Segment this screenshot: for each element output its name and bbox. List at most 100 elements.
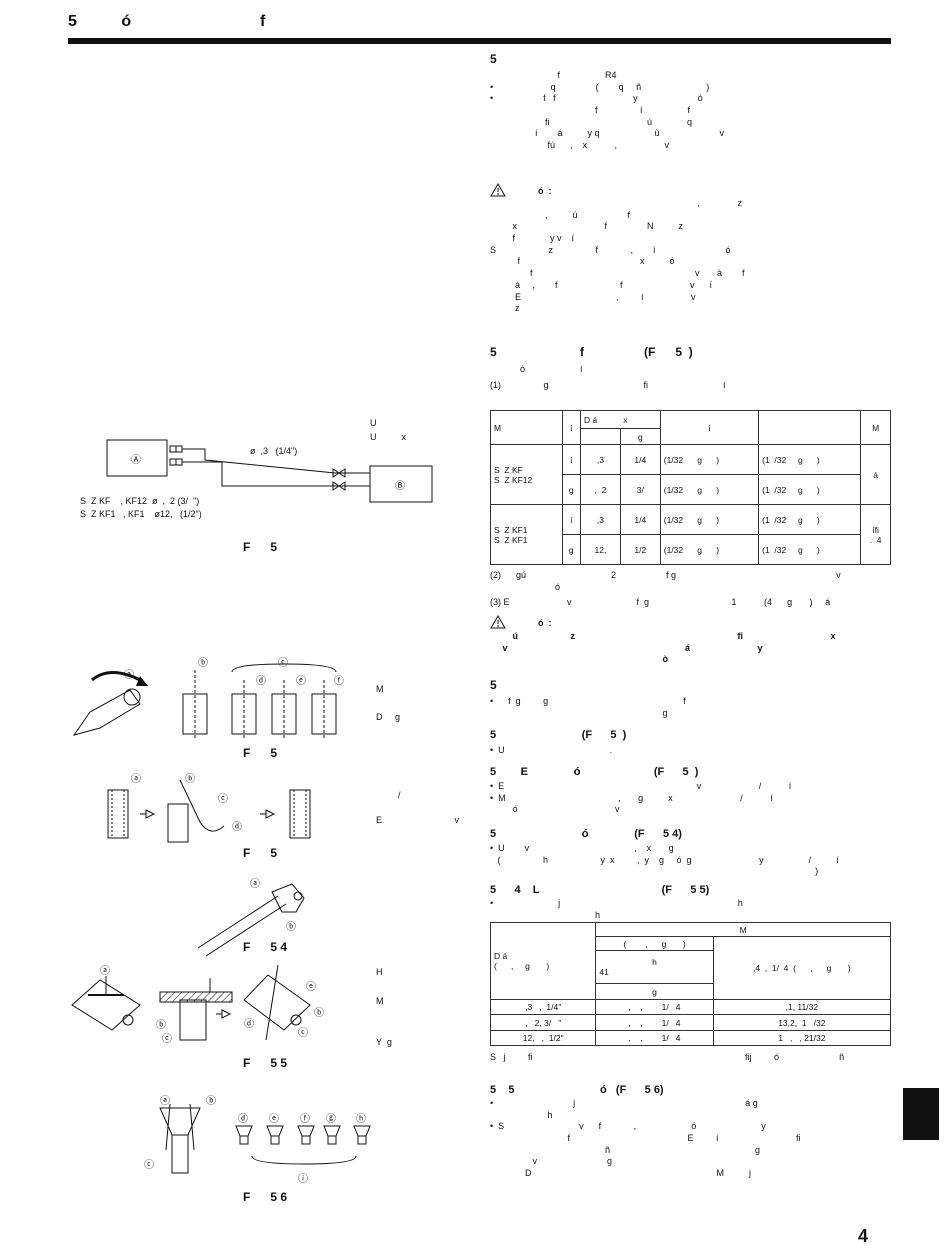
fig3-label-a: ⓐ — [131, 774, 141, 785]
table-cell: (1/32 g ) — [659, 444, 760, 475]
table-cell: 1/2 — [619, 534, 661, 565]
fig2-label-e: ⓔ — [296, 676, 306, 687]
text-line: (3) E v f g 1 (4 g ) á — [490, 597, 831, 608]
figure-caption-3: F 5 — [243, 846, 278, 860]
section-4-heading: 5 (F 5 ) — [490, 729, 627, 741]
text-line: ó v — [490, 804, 620, 815]
text-line: ò — [490, 654, 669, 665]
text-line: ó — [490, 581, 561, 592]
fig5-label-a: ⓐ — [100, 966, 110, 977]
text-line: fú , x , v — [490, 140, 670, 151]
text-line: f í f — [490, 105, 691, 116]
section-8-heading: 5 5 ó (F 5 6) — [490, 1084, 664, 1096]
table-header: ( , g ) — [494, 961, 550, 972]
section-3-heading: 5 — [490, 678, 497, 692]
text-line: • E v / í — [490, 781, 792, 791]
table-2-note: S j fi fij ó ñ — [490, 1052, 845, 1062]
text-line: f y v í — [490, 233, 575, 244]
table-cell: , , 1/ 4 — [595, 1029, 714, 1047]
table-cell: 12, , 1/2" — [489, 1029, 597, 1047]
figure-caption-2: F 5 — [243, 746, 278, 760]
text-line: S z f , í ó — [490, 244, 731, 255]
language-tab — [903, 1088, 939, 1140]
table-cell: ífi — [872, 524, 879, 535]
table-header: í — [561, 410, 582, 445]
text-line: h — [490, 909, 601, 920]
table-cell: 12, — [580, 534, 621, 565]
flare-dimension-table: D á( , g ) M ( , g ) ,4 , 1/ 4 ( , g ) h… — [489, 921, 892, 1047]
table-cell: ífi. 4 — [860, 504, 891, 565]
text-line: D M j — [490, 1168, 752, 1179]
fig5-side-note-2: M — [376, 996, 384, 1006]
table-cell: S Z KF — [494, 464, 523, 475]
section-7-heading: 5 4 L (F 5 5) — [490, 884, 710, 896]
caution-1-heading: ó : — [538, 186, 552, 196]
text-line: , ú f — [490, 209, 631, 220]
section-1-heading: 5 — [490, 52, 497, 66]
section-1-body: f R4 • q ( q ñ ) • f f y ó — [490, 70, 724, 152]
text-line: ñ g — [490, 1144, 761, 1155]
section-4-line: • U . — [490, 745, 613, 755]
table-cell: ,1, 11/32 — [712, 999, 892, 1016]
table-header: D á x — [580, 410, 661, 429]
fig4-label-a: ⓐ — [250, 879, 260, 890]
figure-caption-4: F 5 4 — [243, 940, 288, 954]
fig2-label-f: ⓕ — [334, 676, 344, 687]
table-cell: ,3 , 1/4" — [489, 999, 597, 1016]
table-cell: 1/4 — [619, 444, 661, 475]
table-header: 41 — [599, 967, 609, 978]
table-cell: (1 /32 g ) — [758, 444, 862, 475]
table-cell: (1/32 g ) — [659, 474, 760, 505]
table-header: g — [595, 982, 714, 1001]
table-cell: 3/ — [619, 474, 661, 505]
text-line: ú z fi x — [490, 631, 836, 641]
table-cell: , 2 — [580, 474, 621, 505]
label-u2: U x — [370, 432, 407, 442]
fig6-label-d: ⓓ — [238, 1114, 248, 1125]
caution-1-body: , z , ú f x f N z f y v í S — [490, 198, 745, 315]
caution-2-body: ú z fi x v — [490, 631, 836, 666]
unit-a-label: Ⓐ — [131, 455, 141, 466]
fig2-label-d: ⓓ — [256, 676, 266, 687]
fig3-label-c: ⓒ — [218, 794, 228, 805]
pipe-diameter: ø ,3 (1/4") — [250, 446, 298, 456]
fig3-side-note-2: E v — [376, 815, 460, 825]
text-line: v á y — [490, 642, 763, 653]
section-5-heading: 5 E ó (F 5 ) — [490, 766, 699, 778]
table-header: ( , g ) — [595, 936, 714, 952]
table-cell: S Z KF1 — [494, 534, 528, 545]
text-line: í á y q ù v — [490, 128, 725, 139]
fig6-label-i: ⓘ — [298, 1174, 308, 1185]
fig3-label-b: ⓑ — [185, 774, 195, 785]
table-cell: í — [561, 504, 582, 535]
text-line: ( h y x , y g ó g y / í — [490, 854, 839, 865]
section-8-body: • j á g h • S v f , — [490, 1098, 801, 1180]
text-line: • U v , x g — [490, 843, 674, 853]
text-line: • j h — [490, 898, 743, 908]
label-u1: U — [370, 418, 377, 428]
fig6-label-c: ⓒ — [144, 1160, 154, 1171]
fig5-label-c: ⓒ — [162, 1034, 172, 1045]
table-header: h — [652, 957, 657, 968]
fig3-label-d: ⓓ — [232, 822, 242, 833]
table-cell: g — [561, 534, 582, 565]
table-header: ,4 , 1/ 4 ( , g ) — [712, 936, 892, 1001]
fig6-label-g: ⓖ — [326, 1114, 336, 1125]
section-6-heading: 5 ó (F 5 4) — [490, 828, 682, 840]
fig4-label-b: ⓑ — [286, 922, 296, 933]
fig2-label-a: ⓐ — [124, 670, 134, 681]
text-line: f v à f — [490, 268, 745, 279]
table-cell: 1/4 — [619, 504, 661, 535]
text-line: E , í v — [490, 291, 696, 302]
section-6-body: • U v , x g ( h y x , y g ó g y / — [490, 843, 839, 878]
text-line: f x ó — [490, 256, 675, 267]
table-header: D á( , g ) — [489, 921, 597, 1001]
table-cell: í — [561, 444, 582, 475]
text-line: x f N z — [490, 221, 684, 232]
fig6-label-h: ⓗ — [356, 1114, 366, 1125]
page-title: 5 ó f — [68, 13, 266, 30]
